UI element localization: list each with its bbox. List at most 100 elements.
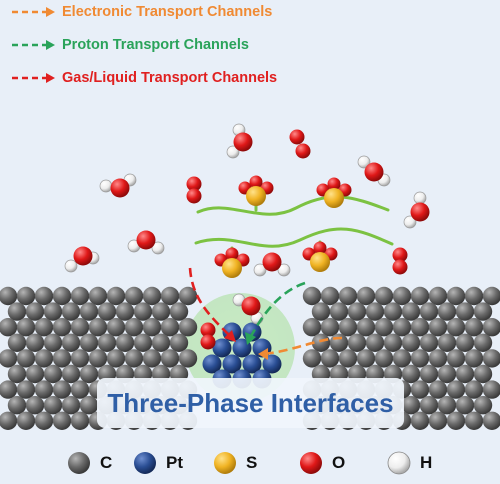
carbon-atom (70, 411, 90, 430)
carbon-atom (178, 318, 198, 337)
carbon-atom (473, 364, 493, 384)
carbon-atom (473, 333, 493, 352)
carbon-atom (106, 318, 126, 337)
carbon-atom (455, 364, 475, 384)
carbon-atom (34, 349, 54, 368)
carbon-atom (97, 333, 117, 352)
carbon-atom (61, 333, 81, 352)
carbon-atom (169, 302, 189, 321)
oxygen-atom (110, 178, 130, 198)
carbon-atom (160, 349, 180, 368)
oxygen-atom (327, 177, 341, 191)
carbon-atom (392, 286, 412, 306)
title-banner: Three-Phase Interfaces (97, 378, 404, 428)
carbon-atom (446, 411, 466, 430)
carbon-atom (329, 302, 349, 321)
carbon-atom (70, 318, 90, 337)
carbon-atom (473, 302, 493, 321)
carbon-atom (124, 318, 144, 337)
atom-label-pt: Pt (166, 453, 183, 472)
carbon-atom (338, 318, 358, 337)
carbon-atom (455, 333, 475, 352)
carbon-atom (106, 286, 126, 306)
gas-liquid-arrow-head (224, 330, 236, 342)
carbon-atom (16, 286, 36, 306)
carbon-atom (178, 349, 198, 368)
carbon-atom (16, 411, 36, 430)
carbon-atom (320, 318, 340, 337)
carbon-atom (401, 364, 421, 384)
carbon-atom (356, 349, 376, 368)
atom-legend-s: S (212, 446, 257, 480)
oxygen-atom (136, 230, 156, 250)
carbon-atom (428, 286, 448, 306)
carbon-atom (347, 302, 367, 321)
carbon-atom (419, 302, 439, 321)
platinum-atom (222, 354, 242, 374)
carbon-atom (311, 302, 331, 321)
carbon-atom (446, 318, 466, 337)
carbon-atom (464, 318, 484, 337)
oxygen-atom (410, 202, 430, 222)
carbon-atom (34, 411, 54, 430)
oxygen-atom (313, 241, 327, 255)
carbon-atom (70, 286, 90, 306)
carbon-atom (142, 286, 162, 306)
hydrogen-atom (413, 191, 427, 205)
carbon-atom (52, 380, 72, 399)
carbon-atom (160, 318, 180, 337)
oxygen-atom (225, 247, 239, 261)
oxygen-atom (73, 246, 93, 266)
hydrogen-atom (226, 145, 240, 159)
carbon-atom (356, 318, 376, 337)
carbon-atom (365, 333, 385, 352)
carbon-atom (16, 380, 36, 399)
platinum-atom (242, 354, 262, 374)
hydrogen-atom (151, 241, 165, 255)
oxygen-atom (186, 176, 202, 192)
carbon-atom (7, 396, 27, 415)
carbon-atom (383, 302, 403, 321)
hydrogen-atom (403, 215, 417, 229)
dashed-arrow-icon (12, 73, 55, 83)
carbon-atom (16, 318, 36, 337)
ionomer-chains (194, 193, 394, 267)
carbon-atom (0, 380, 18, 399)
carbon-atom (124, 349, 144, 368)
carbon-atom (25, 396, 45, 415)
carbon-atom (428, 411, 448, 430)
carbon-atom (43, 364, 63, 384)
atom-legend: C Pt S O H (0, 446, 500, 480)
carbon-atom (410, 349, 430, 368)
gas-liquid-transport-arrow (188, 267, 231, 337)
carbon-atom (52, 286, 72, 306)
molecules (64, 123, 430, 389)
carbon-atom (0, 318, 18, 337)
carbon-atom (70, 380, 90, 399)
carbon-atom (428, 380, 448, 399)
carbon-atom (7, 302, 27, 321)
carbon-atom (70, 349, 90, 368)
carbon-atom (7, 333, 27, 352)
carbon-atom (401, 396, 421, 415)
atom-label-s: S (246, 453, 258, 472)
carbon-atom (79, 396, 99, 415)
oxygen-atom-icon (300, 452, 322, 474)
carbon-atom (61, 396, 81, 415)
legend-gas-liquid: Gas/Liquid Transport Channels (10, 70, 277, 86)
carbon-atom (7, 364, 27, 384)
carbon-atom (88, 349, 108, 368)
carbon-atom (464, 349, 484, 368)
carbon-atom (88, 286, 108, 306)
legend-proton-label: Proton Transport Channels (62, 37, 249, 53)
dashed-arrow-icon (12, 40, 55, 50)
oxygen-atom (295, 143, 311, 159)
hydrogen-atom (277, 263, 291, 277)
carbon-atom (34, 318, 54, 337)
carbon-atom (401, 333, 421, 352)
carbon-atom (79, 302, 99, 321)
carbon-atom (419, 364, 439, 384)
legend-gas-liquid-label: Gas/Liquid Transport Channels (62, 70, 278, 86)
carbon-atom (392, 349, 412, 368)
carbon-atom (151, 302, 171, 321)
